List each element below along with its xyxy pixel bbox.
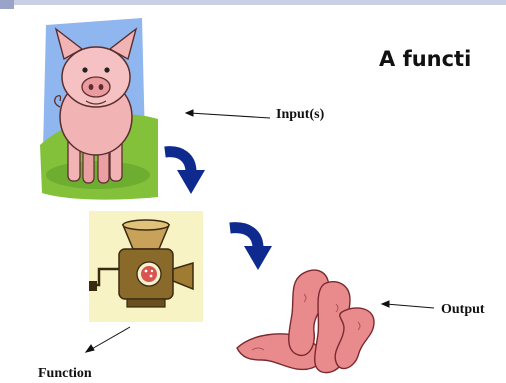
input-label: Input(s) [276, 107, 324, 123]
function-label: Function [38, 366, 92, 382]
output-label: Output [441, 302, 485, 318]
